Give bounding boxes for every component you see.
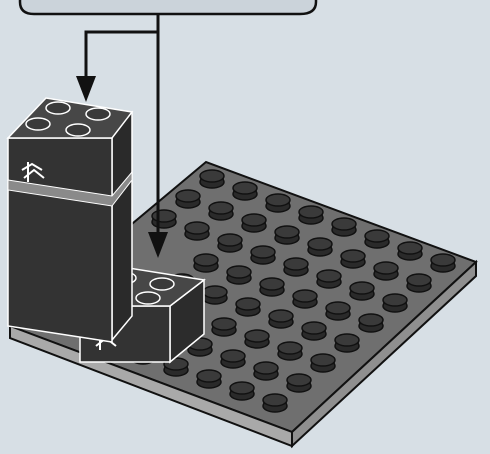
tall-stack-right-face xyxy=(112,112,132,340)
stud xyxy=(335,334,359,346)
stud xyxy=(308,238,332,250)
stud xyxy=(260,278,284,290)
stud xyxy=(398,242,422,254)
stud xyxy=(203,286,227,298)
stud xyxy=(275,226,299,238)
stud xyxy=(245,330,269,342)
stud xyxy=(284,258,308,270)
stud xyxy=(251,246,275,258)
tall-brick-stack xyxy=(8,98,132,342)
stud xyxy=(152,210,176,222)
stud xyxy=(263,394,287,406)
stud xyxy=(227,266,251,278)
stud xyxy=(359,314,383,326)
stud xyxy=(278,342,302,354)
stud xyxy=(287,374,311,386)
callout-box xyxy=(20,0,316,14)
stud xyxy=(209,202,233,214)
stud xyxy=(269,310,293,322)
stud xyxy=(350,282,374,294)
stud xyxy=(293,290,317,302)
stud xyxy=(383,294,407,306)
stud xyxy=(302,322,326,334)
stud xyxy=(236,298,260,310)
stud xyxy=(176,190,200,202)
stud xyxy=(200,170,224,182)
stud xyxy=(221,350,245,362)
stud xyxy=(233,182,257,194)
stud xyxy=(242,214,266,226)
stud xyxy=(374,262,398,274)
stud xyxy=(341,250,365,262)
stud xyxy=(197,370,221,382)
stud xyxy=(218,234,242,246)
stud xyxy=(326,302,350,314)
stud xyxy=(212,318,236,330)
stud xyxy=(332,218,356,230)
stud xyxy=(431,254,455,266)
stud xyxy=(185,222,209,234)
stud xyxy=(407,274,431,286)
stud xyxy=(317,270,341,282)
stud xyxy=(299,206,323,218)
stud xyxy=(254,362,278,374)
stud xyxy=(194,254,218,266)
stud xyxy=(266,194,290,206)
stud xyxy=(365,230,389,242)
stud xyxy=(230,382,254,394)
stud xyxy=(311,354,335,366)
